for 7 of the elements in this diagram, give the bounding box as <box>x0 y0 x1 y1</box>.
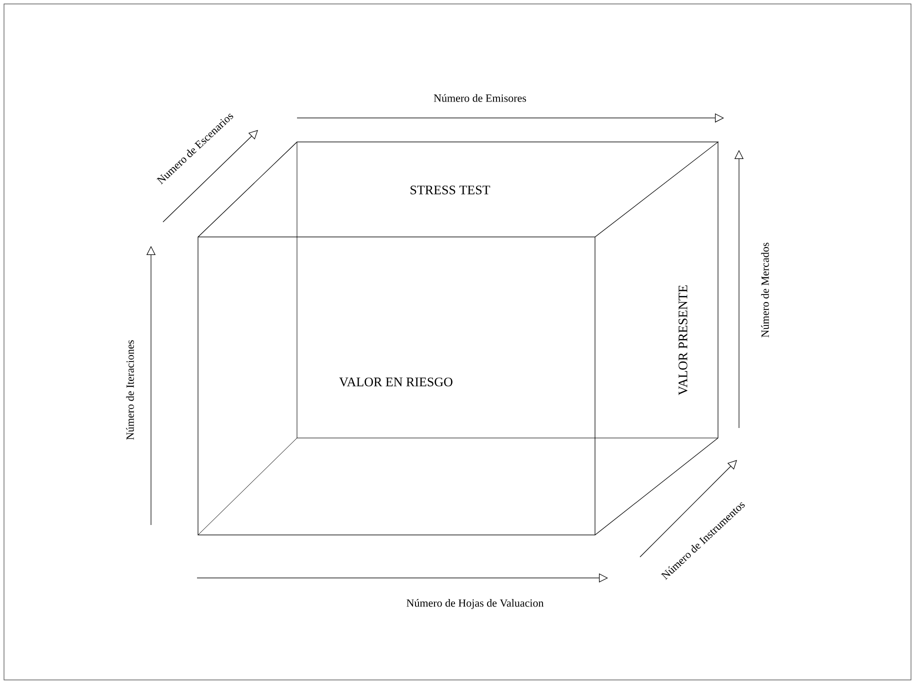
axis-label: Número de Emisores <box>434 94 526 102</box>
face-label: VALOR EN RIESGO <box>339 378 452 386</box>
face-label: STRESS TEST <box>410 186 490 194</box>
face-label: VALOR PRESENTE <box>678 285 688 396</box>
axis-label: Número de Hojas de Valuacion <box>406 599 544 609</box>
axis-label: Número de Iteraciones <box>126 340 134 440</box>
axis-label: Número de Mercados <box>761 242 769 338</box>
